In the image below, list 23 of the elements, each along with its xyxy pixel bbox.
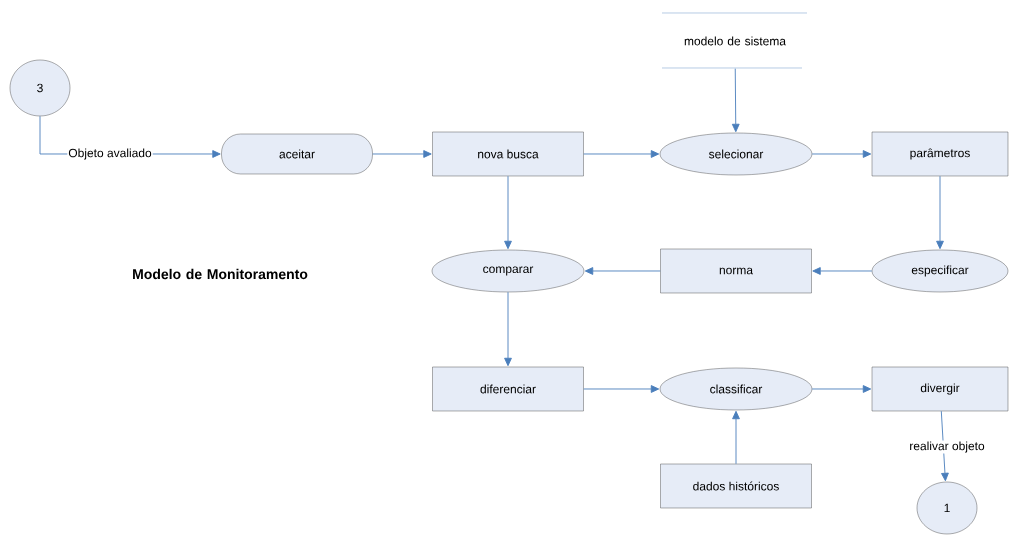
process-box: divergir — [871, 366, 1009, 412]
process-box: parâmetros — [871, 131, 1009, 177]
arrow — [583, 150, 660, 158]
arrow — [940, 410, 949, 482]
edge-label: realivar objeto — [908, 440, 986, 454]
arrow — [584, 267, 661, 275]
arrow — [812, 267, 873, 275]
arrow — [936, 175, 944, 250]
process-box: dados históricos — [660, 463, 812, 509]
diagram-title: Modelo de Monitoramento — [133, 268, 308, 280]
arrow — [731, 68, 740, 133]
arrow — [372, 150, 432, 158]
arrow — [504, 175, 512, 250]
process-box: diferenciar — [432, 366, 584, 412]
edge-label: Objeto avaliado — [67, 147, 153, 161]
process-box: nova busca — [432, 131, 584, 177]
arrow — [811, 150, 872, 158]
arrow — [811, 385, 872, 393]
arrow — [583, 385, 660, 393]
arrow — [732, 410, 740, 465]
arrow — [504, 291, 512, 367]
process-box: norma — [660, 248, 812, 294]
data-store: modelo de sistema — [661, 12, 808, 69]
